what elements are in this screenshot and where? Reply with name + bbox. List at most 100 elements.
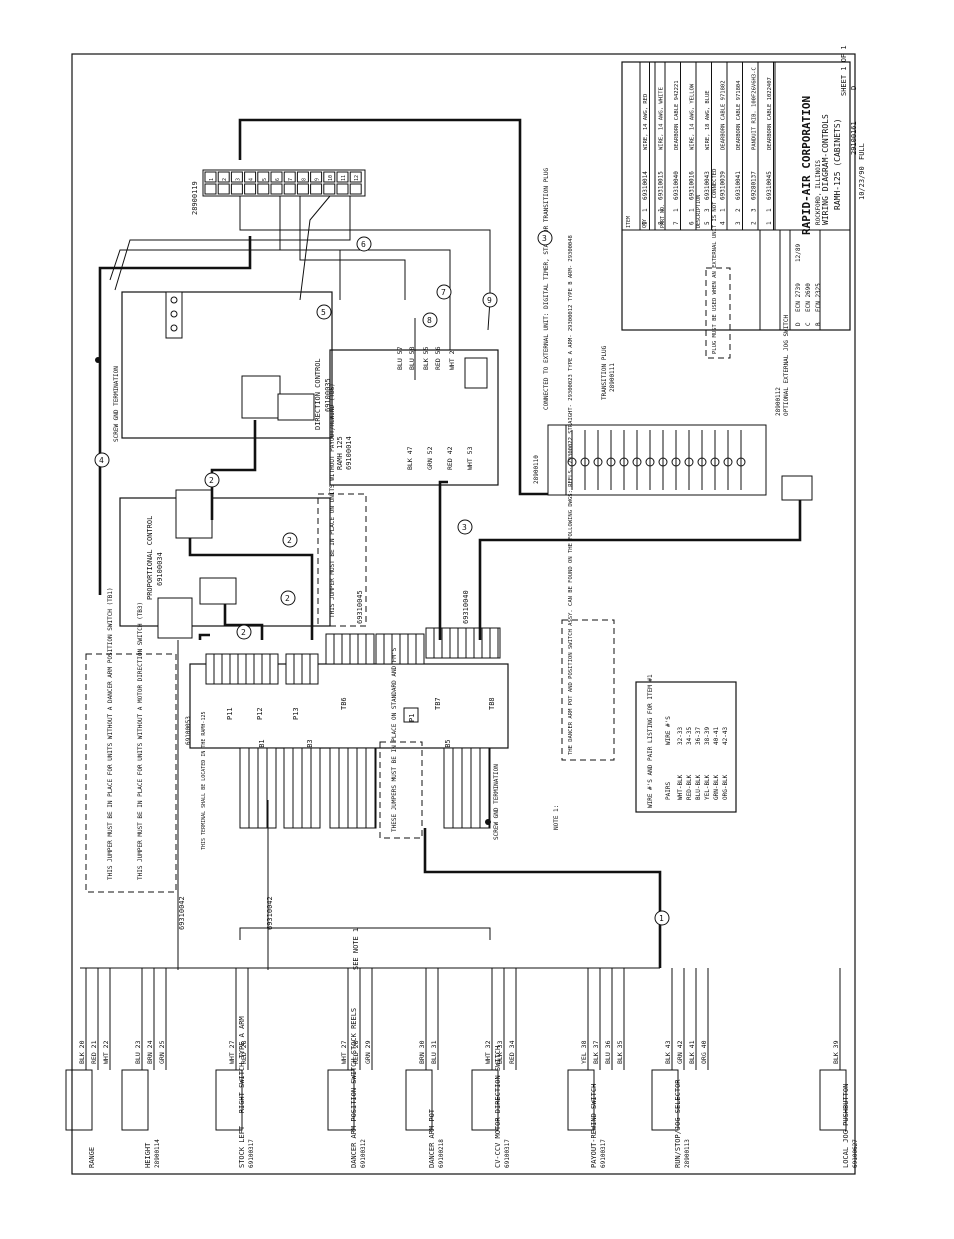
parts-qty: 1 — [642, 208, 649, 212]
field-wire-tag: YEL 38 — [580, 1040, 588, 1064]
board-label: P12 — [256, 707, 264, 720]
terminal-number: 12 — [354, 175, 360, 181]
pair-name: ORG-BLK — [722, 774, 729, 800]
parts-qty: 2 — [735, 208, 742, 212]
field-wire-tag: BLK 41 — [688, 1040, 696, 1064]
field-wire-tag: WHT 22 — [102, 1040, 110, 1064]
parts-description: WIRE, 14 AWG, YELLOW — [690, 83, 696, 150]
drawing-scale: FULL — [858, 143, 866, 160]
connector-pin — [736, 457, 746, 467]
terminal-number: 7 — [288, 178, 294, 181]
board-label: P13 — [292, 707, 300, 720]
parts-description: DEARBORN CABLE 1022407 — [767, 77, 773, 150]
jumper-note-a: THIS JUMPER MUST BE IN PLACE FOR UNITS W… — [107, 587, 114, 880]
terminal-cell — [296, 171, 309, 183]
callout-number: 5 — [321, 308, 326, 317]
proportional-control: PROPORTIONAL CONTROL 69100034 — [119, 489, 331, 639]
terminal-number: 5 — [262, 178, 268, 181]
item-callout-bubble: 2 — [204, 472, 220, 488]
field-device-pn: 28900114 — [154, 1139, 161, 1168]
connector-pin — [645, 457, 655, 467]
item-callout-bubble: 2 — [280, 590, 296, 606]
field-device-pn: 28900113 — [684, 1139, 691, 1168]
optional-jog-label: OPTIONAL EXTERNAL JOG SWITCH — [783, 314, 790, 416]
proportional-control-pn: 69100034 — [156, 552, 164, 586]
item-callout-bubble: 6 — [356, 236, 372, 252]
connector-pin — [567, 457, 577, 467]
cable-part-number: 69310042 — [266, 896, 274, 930]
terminal-number: 10 — [328, 175, 334, 181]
terminal-number: 4 — [249, 178, 255, 181]
pair-name: BLU-BLK — [695, 774, 702, 800]
parts-part-number: 69310039 — [720, 171, 727, 200]
item-callout-bubble: 9 — [482, 292, 498, 308]
terminal-cell — [217, 171, 230, 183]
parts-part-number: 69310040 — [673, 171, 680, 200]
pair-header-wires: WIRE #'S — [665, 716, 672, 745]
field-wire-tag: RED 28 — [240, 1040, 248, 1064]
ramh-pn: 69100014 — [345, 436, 353, 470]
company-name: RAPID-AIR CORPORATION — [800, 96, 813, 235]
parts-part-number: 69310043 — [704, 171, 711, 200]
field-wire-tag: BLU 36 — [604, 1040, 612, 1064]
item-callout-bubble: 1 — [654, 910, 670, 926]
parts-item-number: 4 — [720, 221, 727, 225]
pair-wires: 32-33 — [677, 727, 684, 745]
ecn-number: ECN 2739 — [795, 283, 802, 312]
parts-qty: 1 — [720, 208, 727, 212]
terminal-cell — [323, 183, 336, 195]
pair-name: YEL-BLK — [704, 774, 711, 800]
external-conn-pn: 28900110 — [533, 455, 540, 484]
ramh-wire-tag: WHT 2 — [448, 350, 456, 370]
terminal-cell — [283, 183, 296, 195]
cable-part-number: 69310040 — [462, 590, 470, 624]
ramh-wire-tag: RED 56 — [434, 346, 442, 370]
item-callout-bubble: 8 — [422, 312, 438, 328]
field-wire-tag: RED 21 — [90, 1040, 98, 1064]
pair-wires: 40-41 — [713, 727, 720, 745]
connector-pin — [606, 457, 616, 467]
revision-letter: D — [850, 86, 858, 90]
field-wire-tag: RED 28 — [352, 1040, 360, 1064]
terminal-cell — [336, 171, 349, 183]
terminal-number: 2 — [222, 178, 228, 181]
connector-pin — [723, 457, 733, 467]
board-label: TB7 — [434, 697, 442, 710]
ecn-number: ECN 2690 — [805, 283, 812, 312]
parts-item-number: 7 — [673, 221, 680, 225]
terminal-cell — [283, 171, 296, 183]
parts-header-item: ITEM — [626, 216, 632, 228]
terminal-cell — [230, 171, 243, 183]
ecn-number: ECN 2325 — [815, 283, 822, 312]
field-wire-tag: WHT 27 — [228, 1040, 236, 1064]
ramh-wire-tag: GRN 52 — [426, 446, 434, 470]
parts-part-number: 69310045 — [766, 171, 773, 200]
ramh-wire-tag: BLK 47 — [406, 446, 414, 470]
parts-header-qty: QTY — [642, 219, 648, 228]
board-header-connector — [205, 653, 247, 685]
screw-gnd-label-bottom: SCREW GND TERMINATION — [493, 764, 500, 840]
sheet-number: SHEET 1 OF 1 — [840, 45, 848, 96]
note-1-heading: NOTE 1: — [553, 805, 560, 830]
callout-number: 8 — [427, 316, 432, 325]
board-label: TB1 — [258, 739, 266, 752]
terminal-cell — [336, 183, 349, 195]
item-callout-bubble: 3 — [537, 230, 553, 246]
field-wire-tag: BLU 31 — [430, 1040, 438, 1064]
gnd-point-bottom — [485, 819, 491, 825]
connector-pin — [619, 457, 629, 467]
callout-number: 2 — [241, 628, 246, 637]
board-pn: 69100053 — [185, 716, 192, 745]
direction-control-pn: 69100035 — [324, 378, 332, 412]
field-device-pn: 69100218 — [438, 1139, 445, 1168]
parts-description: DEARBORN CABLE 942221 — [674, 80, 680, 150]
parts-qty: 3 — [704, 208, 711, 212]
item-callout-bubble: 3 — [457, 519, 473, 535]
